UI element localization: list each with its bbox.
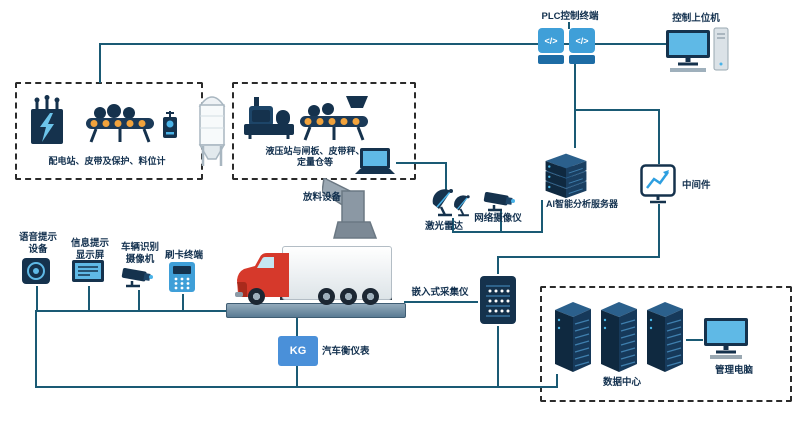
plc-unit-icon: </> (569, 28, 595, 64)
voice-speaker-icon (20, 256, 52, 286)
connector-line (35, 310, 228, 312)
truck-cab-icon (234, 252, 290, 300)
datacenter-label: 数据中心 (602, 377, 641, 388)
lidar-dish-icon (452, 194, 472, 218)
truck-wheel (362, 288, 379, 305)
conveyor-belt-icon (84, 100, 156, 144)
silo-icon (196, 86, 228, 168)
vehicle-camera-icon (120, 266, 158, 290)
network-camera-icon (482, 190, 520, 214)
group2-label: 液压站与闸板、皮带秤、 定量仓等 (265, 146, 365, 168)
connector-line (497, 256, 660, 258)
connector-line (452, 231, 542, 233)
connector-line (686, 339, 703, 341)
connector-line (99, 43, 101, 83)
group1-label: 配电站、皮带及保护、料位计 (48, 156, 166, 166)
weighbridge-platform (226, 303, 406, 318)
hydraulic-station-icon (242, 94, 296, 140)
connector-line (452, 218, 454, 233)
lidar-dish-icon (430, 188, 456, 218)
code-icon: </> (569, 28, 595, 53)
laptop-icon (352, 146, 396, 178)
connector-line (497, 256, 499, 274)
plc-unit-icon: </> (538, 28, 564, 64)
connector-line (36, 286, 38, 312)
truck-wheel (318, 288, 335, 305)
connector-line (500, 210, 502, 233)
connector-line (574, 109, 660, 111)
connector-line (658, 204, 660, 258)
plc-terminal-label: PLC控制终端 (541, 11, 599, 22)
connector-line (445, 162, 447, 190)
connector-line (35, 386, 557, 388)
middleware-label: 中间件 (682, 180, 711, 191)
plc-base (538, 55, 564, 64)
connector-line (658, 109, 660, 164)
code-icon: </> (538, 28, 564, 53)
belt-scale-icon (298, 96, 370, 142)
ai-server-icon (536, 148, 596, 200)
connector-line (88, 286, 90, 312)
server-rack-icon (552, 298, 594, 374)
control-host-computer-icon (666, 26, 730, 74)
network-camera-label: 网络摄像仪 (474, 213, 522, 224)
voice-device-label: 语音提示 设备 (18, 232, 57, 255)
scale-indicator-kg-box: KG (278, 336, 318, 366)
info-display-icon (70, 258, 106, 286)
connector-line (296, 316, 298, 336)
group-box-datacenter (540, 286, 792, 402)
truck-wheel (340, 288, 357, 305)
control-host-label: 控制上位机 (672, 13, 720, 24)
scale-meter-label: 汽车衡仪表 (322, 346, 370, 357)
substation-icon (26, 94, 68, 148)
embedded-collector-label: 嵌入式采集仪 (411, 287, 469, 298)
discharge-label: 放料设备 (302, 192, 341, 203)
connector-line (404, 301, 478, 303)
card-terminal-icon (165, 260, 199, 294)
lidar-label: 激光雷达 (424, 221, 463, 232)
connector-line (35, 311, 37, 388)
connector-line (574, 63, 576, 148)
level-sensor-icon (158, 108, 182, 142)
truck-wheel (248, 288, 265, 305)
connector-line (296, 366, 298, 388)
vehicle-camera-label: 车辆识别 摄像机 (120, 242, 159, 265)
connector-line (182, 294, 184, 312)
plc-base (569, 55, 595, 64)
server-rack-icon (598, 298, 640, 374)
server-rack-icon (644, 298, 686, 374)
connector-line (541, 200, 543, 233)
discharge-chute-icon (322, 178, 382, 240)
ai-server-label: AI智能分析服务器 (546, 199, 619, 209)
connector-line (568, 22, 570, 29)
card-terminal-label: 刷卡终端 (164, 250, 203, 261)
middleware-chart-icon (640, 164, 676, 204)
management-pc-icon (702, 316, 752, 360)
connector-line (100, 43, 683, 45)
management-pc-label: 管理电脑 (714, 365, 753, 376)
embedded-collector-icon (478, 274, 518, 326)
connector-line (497, 326, 499, 388)
connector-line (396, 162, 447, 164)
connector-line (138, 290, 140, 312)
info-display-label: 信息提示 显示屏 (70, 238, 109, 261)
connector-line (556, 374, 558, 388)
